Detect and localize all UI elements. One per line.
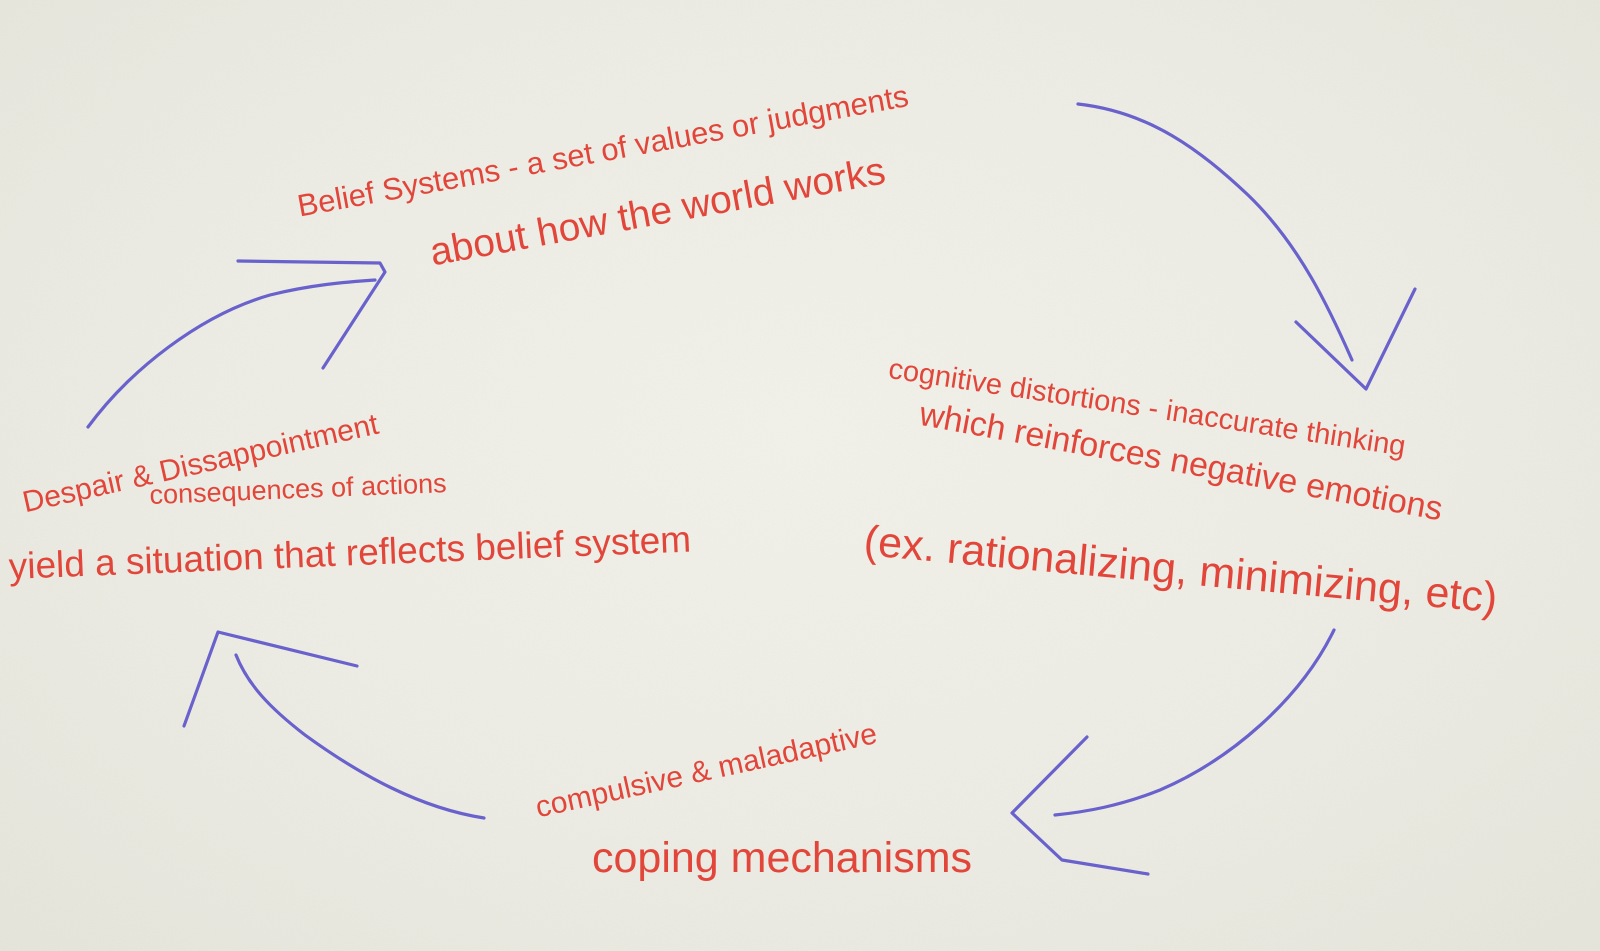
arrow-belief-to-cognitive (1076, 102, 1417, 391)
coping-line-2: coping mechanisms (592, 834, 973, 882)
arrow-despair-to-belief (86, 259, 387, 429)
arrow-coping-to-despair (182, 630, 486, 820)
arrow-cognitive-to-coping (1010, 628, 1336, 876)
